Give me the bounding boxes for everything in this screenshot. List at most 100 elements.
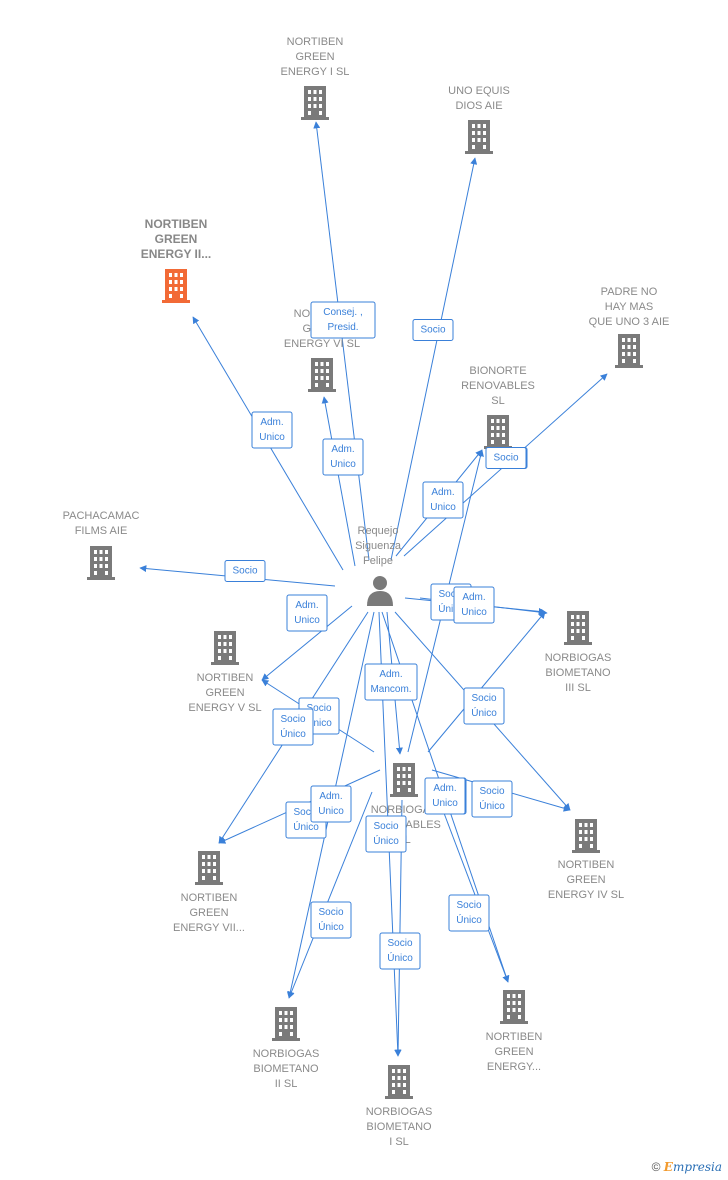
- building-icon: [385, 1065, 413, 1099]
- company-name-line: NORTIBEN: [181, 892, 238, 904]
- building-icon: [564, 611, 592, 645]
- edge-label-box: [365, 815, 407, 853]
- person-name-line: Felipe: [363, 555, 393, 567]
- edge-label-text: Único: [479, 799, 505, 812]
- person-icon: [373, 576, 387, 590]
- company-node-n8[interactable]: NORBIOGAS BIOMETANO III SL: [545, 611, 612, 694]
- company-name-line: SL: [491, 395, 504, 407]
- company-name-line: ENERGY V SL: [188, 702, 261, 714]
- edge-label-text: Socio: [280, 714, 305, 725]
- edge-label-text: Adm.: [319, 791, 342, 802]
- building-icon: [615, 334, 643, 368]
- building-icon: [272, 1007, 300, 1041]
- edge-label-person-n14[interactable]: Adm. Unico: [310, 785, 352, 823]
- company-name-line: ENERGY VI SL: [284, 338, 360, 350]
- edge-label-text: Socio: [438, 589, 463, 600]
- building-icon: [162, 269, 190, 303]
- edge-label-text: Unico: [294, 615, 320, 626]
- building-icon: [500, 990, 528, 1024]
- edge-label-text: Único: [373, 834, 399, 847]
- edge-label-text: Socio: [493, 453, 518, 464]
- company-name-line: GREEN: [189, 907, 228, 919]
- edge-label-text: Adm.: [331, 444, 354, 455]
- edge-label-text: Adm.: [379, 669, 402, 680]
- edge-label-person-n10[interactable]: Adm.Mancom.: [364, 663, 418, 701]
- edge-label-text: Socio: [232, 566, 257, 577]
- company-name-line: GREEN: [494, 1046, 533, 1058]
- company-name-line: BIOMETANO: [545, 667, 611, 679]
- edge-label-text: Adm.: [462, 592, 485, 603]
- edge-label-text: Único: [387, 951, 413, 964]
- company-name-line: QUE UNO 3 AIE: [589, 316, 670, 328]
- edge-label-text: Único: [280, 727, 306, 740]
- edge-label-person-n6[interactable]: Adm.Unico: [422, 481, 464, 519]
- company-name-line: BIOMETANO: [253, 1063, 319, 1075]
- edge-label-person-n8b[interactable]: Adm.Unico: [453, 586, 495, 624]
- edge-label-text: Unico: [318, 806, 344, 817]
- edge-labels-layer: Consej. ,Presid.SocioAdm.UnicoAdm.UnicoA…: [224, 301, 528, 970]
- edge-label-person-n7[interactable]: Socio: [224, 560, 266, 582]
- edge-label-box: [364, 663, 418, 701]
- edge-label-text: Socio: [306, 703, 331, 714]
- edge-label-text: Socio: [471, 693, 496, 704]
- company-name-line: GREEN: [205, 687, 244, 699]
- company-name-line: FILMS AIE: [75, 525, 128, 537]
- edge-n10-n14: [288, 791, 373, 999]
- edge-label-box: [448, 894, 490, 932]
- company-name-line: RENOVABLES: [461, 380, 535, 392]
- edge-label-box: [310, 785, 352, 823]
- building-icon: [465, 120, 493, 154]
- edge-label-text: Socio: [387, 938, 412, 949]
- edge-person-n5: [321, 396, 356, 567]
- company-node-n9[interactable]: NORTIBEN GREEN ENERGY V SL: [188, 631, 262, 714]
- edge-n10-n13: [435, 791, 510, 983]
- company-name-line: UNO EQUIS: [448, 85, 510, 97]
- edge-label-person-n1[interactable]: Consej. ,Presid.: [310, 301, 376, 339]
- edge-label-box: [310, 301, 376, 339]
- edge-label-person-n9[interactable]: Adm.Unico: [286, 594, 328, 632]
- edge-person-n9: [261, 605, 353, 681]
- company-name-line: NORTIBEN: [558, 859, 615, 871]
- edge-label-text: Presid.: [327, 322, 358, 333]
- edge-label-text: Adm.: [431, 487, 454, 498]
- company-node-n13[interactable]: NORTIBENGREENENERGY...: [486, 990, 543, 1073]
- edge-label-person-n5[interactable]: Adm. Unico: [322, 438, 364, 476]
- company-name-line: NORTIBEN: [197, 672, 254, 684]
- edge-label-n10-n6[interactable]: Socio: [485, 447, 527, 469]
- company-name-line: NORBIOGAS: [545, 652, 612, 664]
- edge-label-box: [322, 438, 364, 476]
- company-name-line: ENERGY I SL: [281, 66, 350, 78]
- edge-label-text: Adm.: [433, 783, 456, 794]
- edge-label-box: [453, 586, 495, 624]
- company-name-line: NORBIOGAS: [371, 804, 438, 816]
- edge-label-box: [424, 777, 466, 815]
- edge-label-person-n3[interactable]: Adm.Unico: [251, 411, 293, 449]
- edge-label-box: [379, 932, 421, 970]
- company-name-line: HAY MAS: [605, 301, 654, 313]
- edge-label-person-n2[interactable]: Socio: [412, 319, 454, 341]
- edge-label-box: [412, 319, 454, 341]
- edge-label-box: [272, 708, 314, 746]
- edge-label-text: Unico: [330, 459, 356, 470]
- edge-label-n10-n13[interactable]: Adm.Unico: [424, 777, 466, 815]
- company-name-line: III SL: [565, 682, 591, 694]
